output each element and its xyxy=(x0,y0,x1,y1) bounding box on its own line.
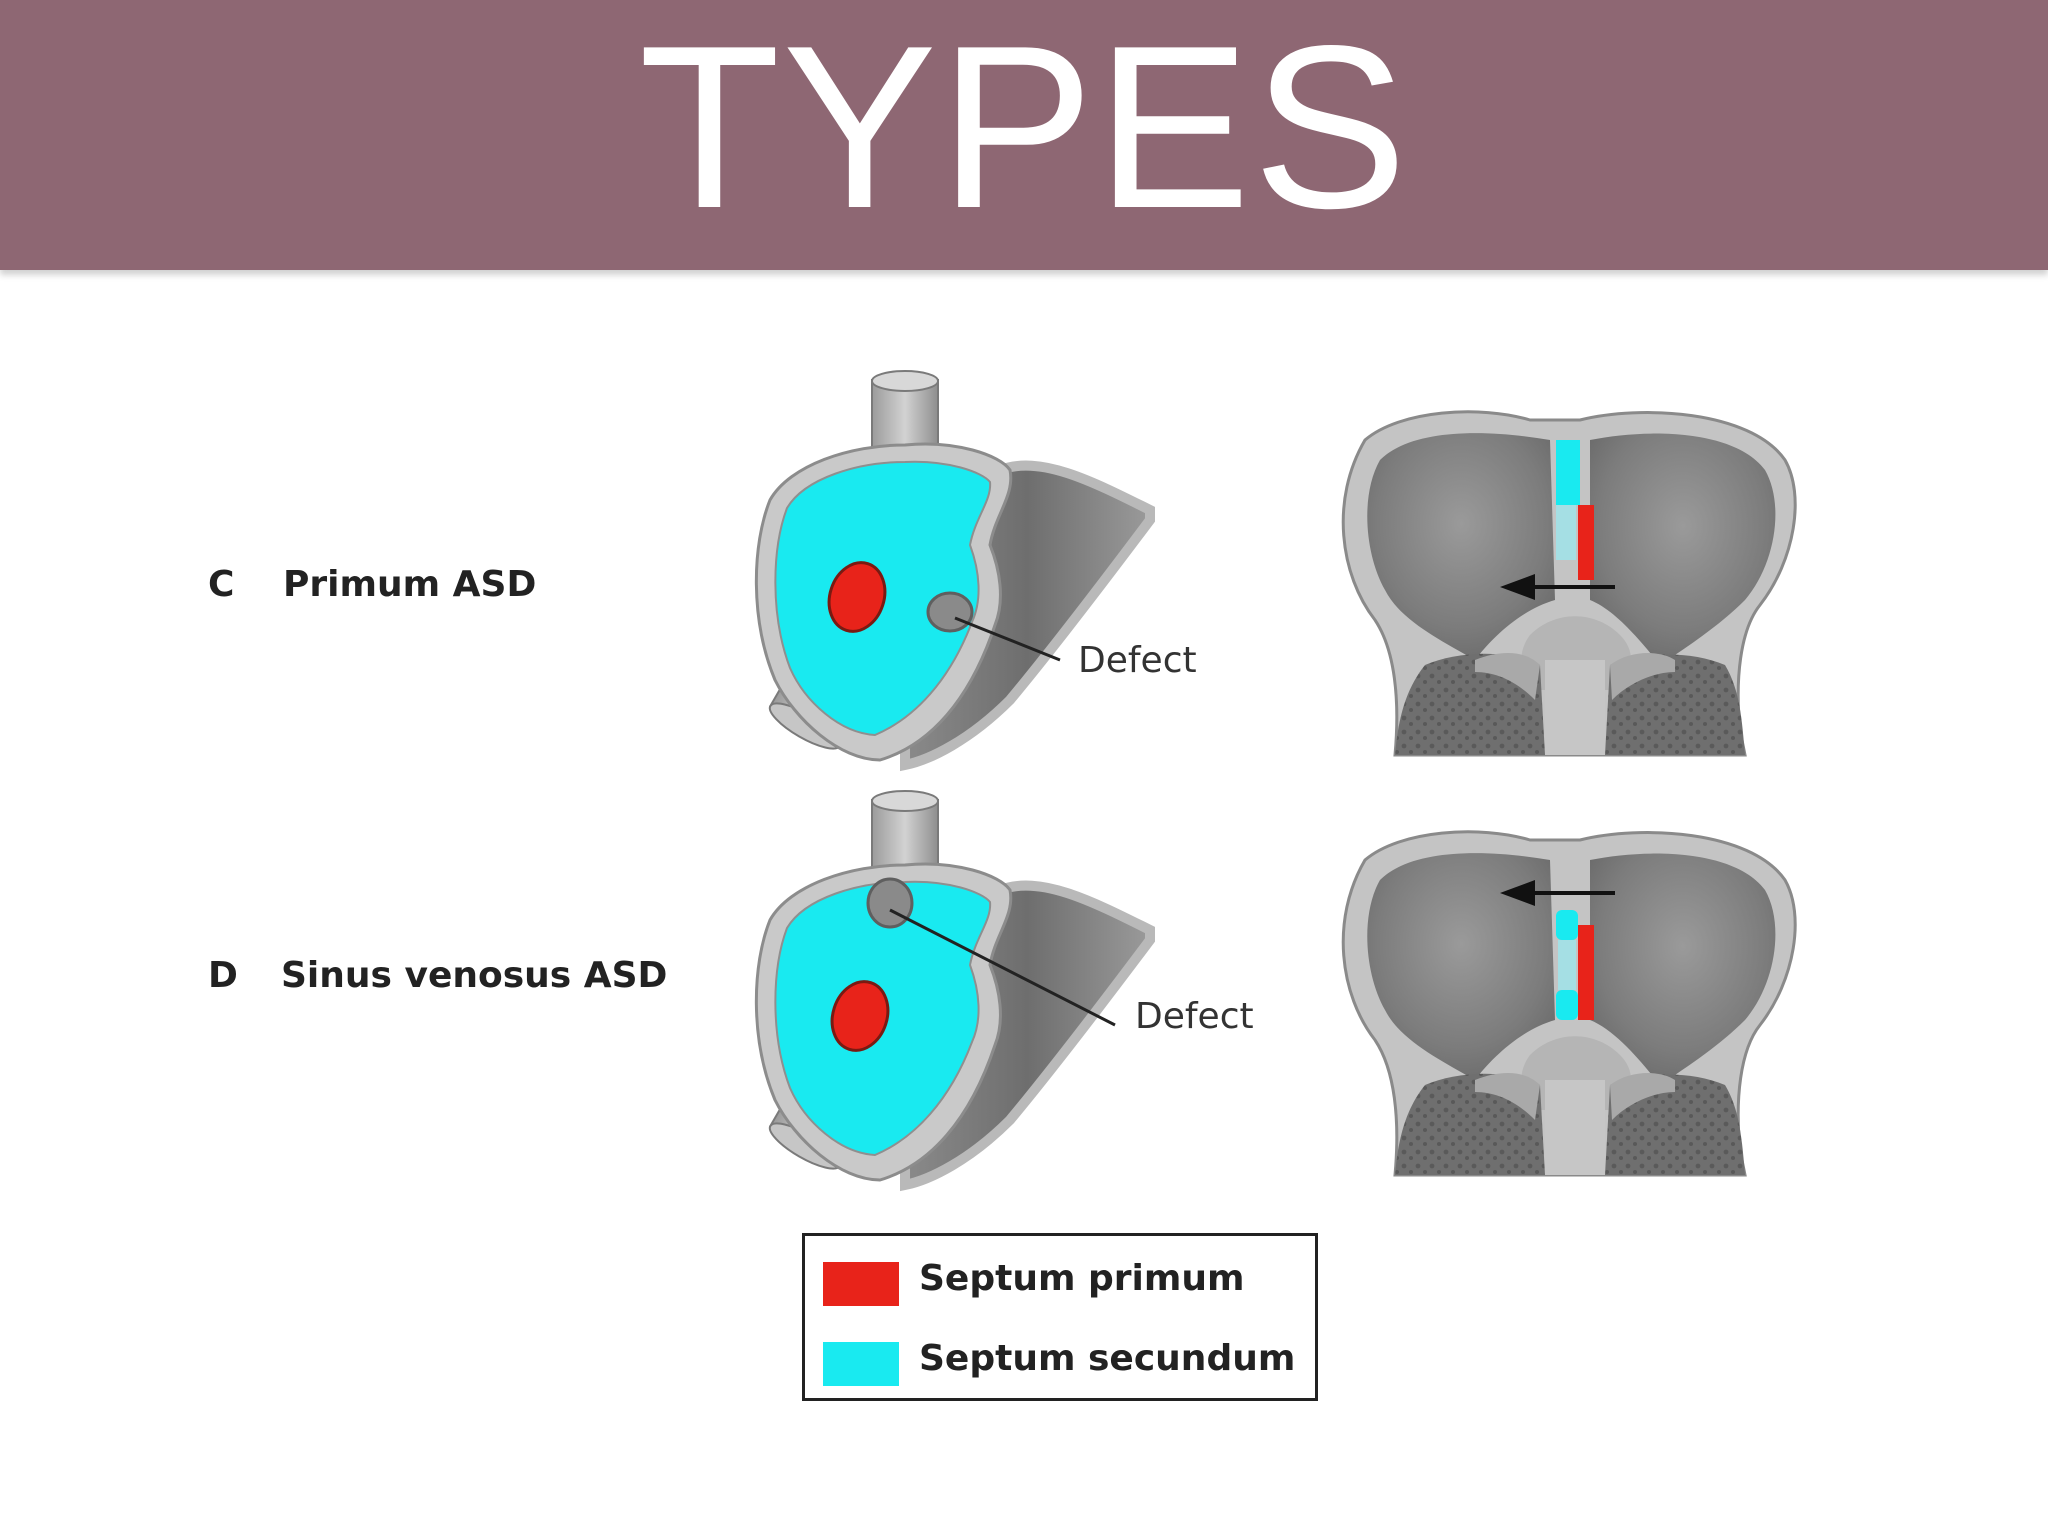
row-d-septum-primum-strip xyxy=(1578,925,1594,1020)
septum-secundum-label: Septum secundum xyxy=(919,1338,1296,1379)
row-c-label: Primum ASD xyxy=(283,564,537,605)
title-bar xyxy=(0,0,2048,270)
row-c-heart-illustration xyxy=(1341,410,1797,757)
row-d-defect-label: Defect xyxy=(1135,996,1254,1037)
row-d-shunt-arrowhead xyxy=(1500,880,1535,906)
septum-secundum-swatch xyxy=(823,1342,899,1386)
legend-box: Septum primum Septum secundum xyxy=(802,1233,1318,1401)
row-d-label: Sinus venosus ASD xyxy=(281,955,668,996)
row-c-defect-leader-line xyxy=(954,616,1061,662)
septum-primum-swatch xyxy=(823,1262,899,1306)
row-c-atrium-illustration xyxy=(756,371,1150,765)
row-c-defect-hole xyxy=(926,591,974,633)
row-c-septum-secundum-lower xyxy=(1556,505,1576,560)
row-c-defect-label: Defect xyxy=(1078,640,1197,681)
row-d-defect-leader-line xyxy=(889,908,1116,1027)
row-d-septum-secundum-mid xyxy=(1558,940,1576,990)
row-d-heart-illustration xyxy=(1341,830,1797,1177)
row-c-shunt-arrowhead xyxy=(1500,574,1535,600)
row-c-letter: C xyxy=(208,564,235,605)
septum-primum-label: Septum primum xyxy=(919,1258,1245,1299)
row-c-septum-secundum-strip xyxy=(1556,440,1580,505)
row-d-septum-secundum-top xyxy=(1556,910,1578,940)
row-d-septum-secundum-bottom xyxy=(1556,990,1578,1020)
row-c-septum-primum-patch xyxy=(827,561,887,633)
row-c-septum-primum-strip xyxy=(1578,505,1594,580)
row-d-defect-hole xyxy=(866,877,914,929)
row-d-letter: D xyxy=(208,955,238,996)
slide-title: TYPES xyxy=(638,0,1410,257)
row-d-septum-primum-patch xyxy=(830,980,890,1052)
row-d-atrium-illustration xyxy=(756,791,1150,1185)
